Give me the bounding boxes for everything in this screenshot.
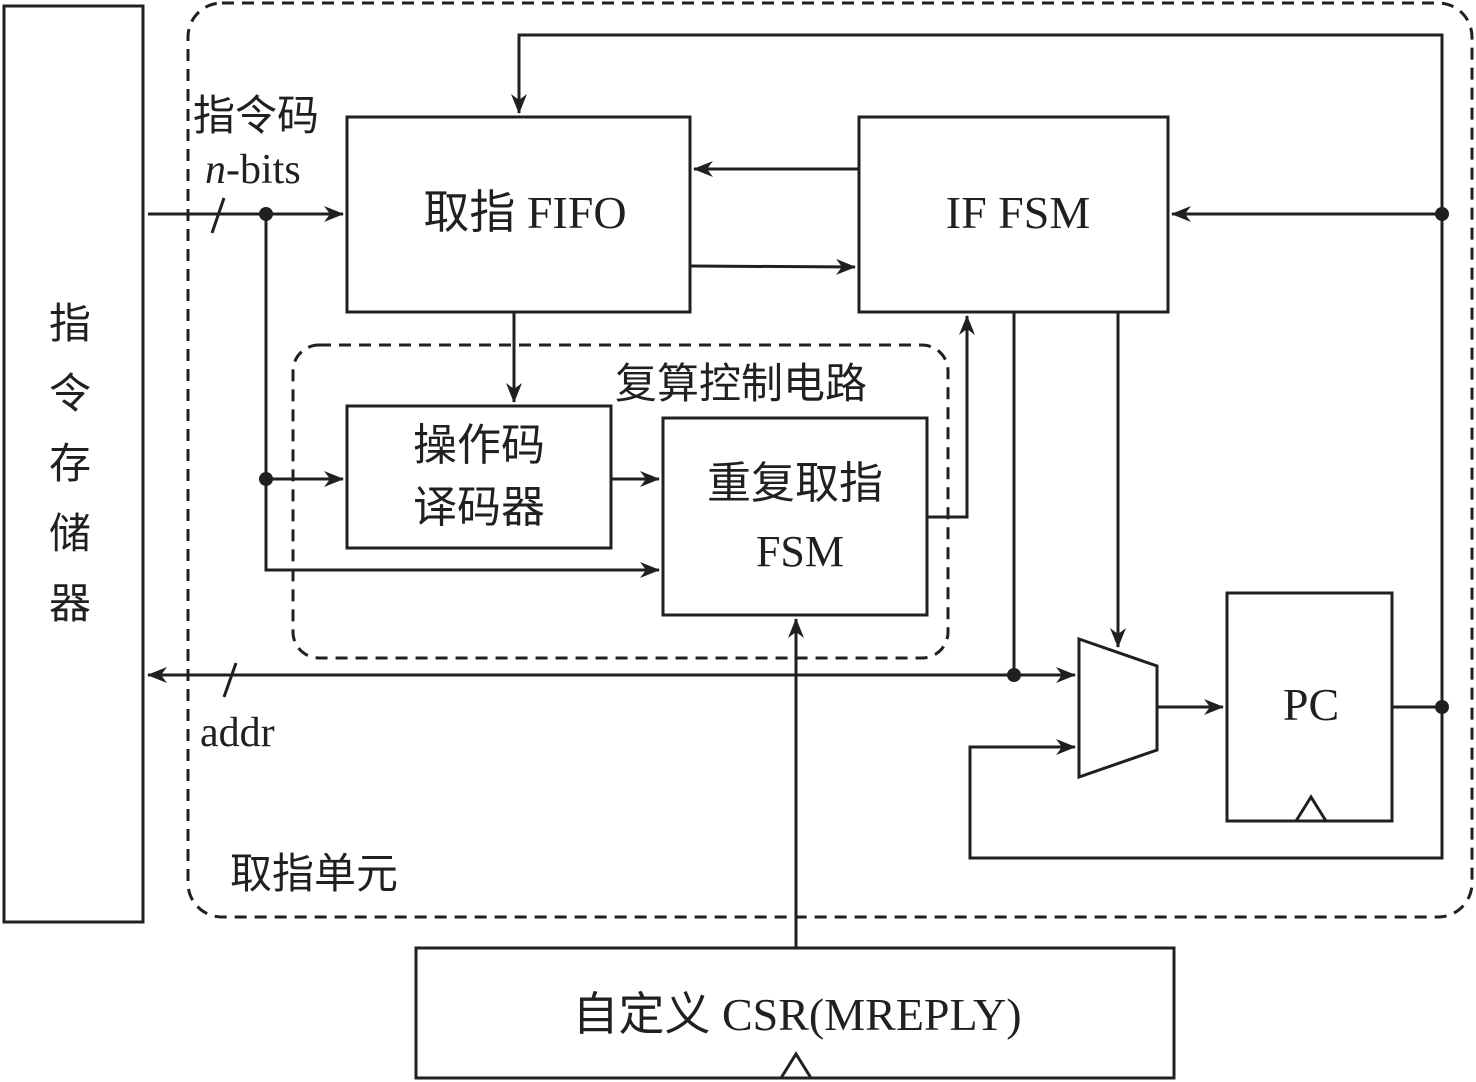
instruction-memory-label-4: 储	[49, 512, 91, 558]
instruction-memory-label-1: 指	[49, 302, 91, 348]
pc-label: PC	[1283, 679, 1339, 730]
replay-fsm-block: 重复取指 FSM	[661, 416, 929, 617]
replay-to-iffsm-wire	[927, 315, 975, 519]
instr-to-replay-fsm-wire	[264, 214, 660, 578]
addr-bus-slash	[222, 662, 238, 698]
replay-control-label: 复算控制电路	[615, 362, 867, 408]
replay-fsm-label-2: FSM	[756, 527, 844, 576]
instr-bus-slash	[210, 197, 226, 234]
n-bits-label: n-bits	[205, 147, 301, 193]
opcode-decoder-block: 操作码 译码器	[345, 404, 613, 550]
if-fsm-label: IF FSM	[946, 187, 1090, 238]
pc-clock-icon	[1294, 794, 1328, 822]
instruction-memory-block: 指 令 存 储 器	[2, 4, 145, 924]
replay-fsm-label-1: 重复取指	[707, 459, 883, 508]
if-fsm-block: IF FSM	[857, 115, 1170, 314]
csr-clock-icon	[779, 1051, 813, 1079]
n-bits-italic: n	[205, 147, 226, 193]
fetch-fifo-block: 取指 FIFO	[345, 115, 692, 314]
n-bits-rest: -bits	[226, 147, 301, 193]
instruction-memory-label-2: 令	[49, 372, 91, 418]
pc-feedback-to-mux-wire	[968, 707, 1444, 860]
pc-mux	[1077, 636, 1159, 780]
replay-control-boundary	[291, 343, 950, 660]
fifo-to-iffsm-wire	[689, 258, 856, 275]
fetch-unit-boundary	[186, 1, 1474, 919]
fetch-fifo-label: 取指 FIFO	[423, 187, 626, 238]
fetch-unit-label: 取指单元	[230, 852, 398, 898]
csr-block: 自定义 CSR(MREPLY)	[414, 946, 1176, 1080]
opcode-decoder-label-1: 操作码	[413, 421, 545, 470]
csr-label: 自定义 CSR(MREPLY)	[572, 989, 1021, 1040]
pc-to-fifo-wire	[511, 33, 1444, 707]
instruction-memory-label-3: 存	[49, 442, 91, 488]
instruction-memory-label-5: 器	[49, 582, 91, 628]
instruction-code-label: 指令码	[193, 94, 319, 140]
pc-register-block: PC	[1225, 591, 1394, 823]
opcode-decoder-label-2: 译码器	[413, 483, 545, 532]
addr-label: addr	[200, 710, 275, 756]
